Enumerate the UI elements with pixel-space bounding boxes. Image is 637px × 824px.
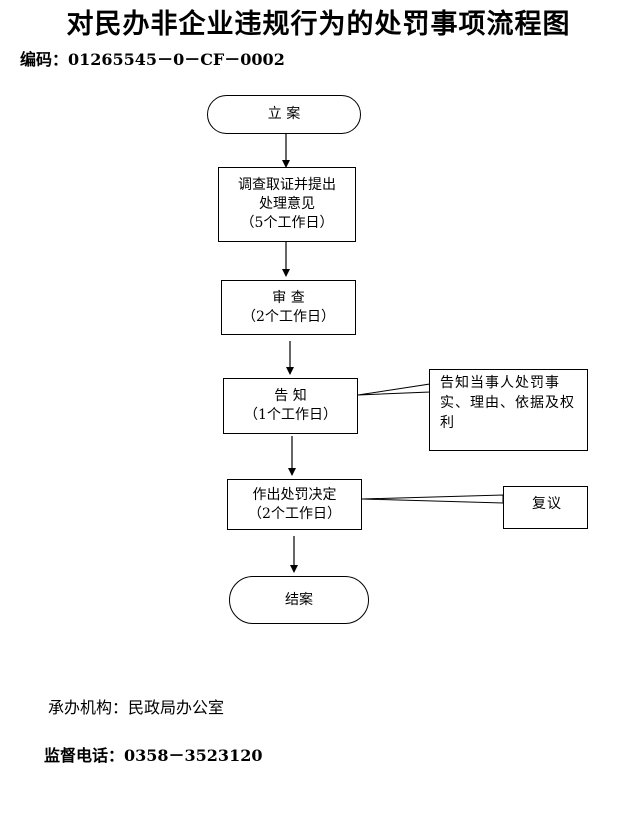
review-callout-pointer	[361, 494, 504, 504]
step-label: 调查取证并提出	[238, 177, 336, 193]
step-decision: 作出处罚决定 （2个工作日）	[227, 479, 362, 530]
supervision-phone: 监督电话：0358－3523120	[44, 746, 263, 765]
step-duration: （5个工作日）	[240, 215, 334, 231]
step-label: 作出处罚决定	[252, 486, 337, 503]
step-notify: 告 知 （1个工作日）	[223, 378, 358, 434]
handling-organization: 承办机构：民政局办公室	[48, 698, 225, 717]
review-note: 复议	[503, 486, 588, 529]
notify-note-text: 告知当事人处罚事实、理由、依据及权利	[440, 375, 575, 431]
step-review: 审 查 （2个工作日）	[221, 280, 356, 335]
step-label: 审 查	[272, 289, 305, 306]
step-file-case: 立 案	[207, 95, 361, 134]
step-label: 告 知	[274, 388, 307, 404]
step-investigate: 调查取证并提出 处理意见 （5个工作日）	[218, 167, 356, 242]
review-note-text: 复议	[532, 496, 562, 512]
step-duration: （2个工作日）	[242, 308, 335, 325]
page-title: 对民办非企业违规行为的处罚事项流程图	[66, 9, 571, 40]
step-label: 结案	[285, 591, 313, 608]
step-label: 处理意见	[259, 196, 315, 212]
notify-callout-pointer	[357, 383, 431, 396]
notify-note: 告知当事人处罚事实、理由、依据及权利	[429, 369, 588, 451]
step-duration: （1个工作日）	[244, 407, 337, 423]
step-label: 立 案	[267, 106, 301, 122]
document-code: 编码：01265545－0－CF－0002	[20, 50, 285, 69]
step-close-case: 结案	[229, 576, 369, 624]
step-duration: （2个工作日）	[248, 505, 341, 522]
